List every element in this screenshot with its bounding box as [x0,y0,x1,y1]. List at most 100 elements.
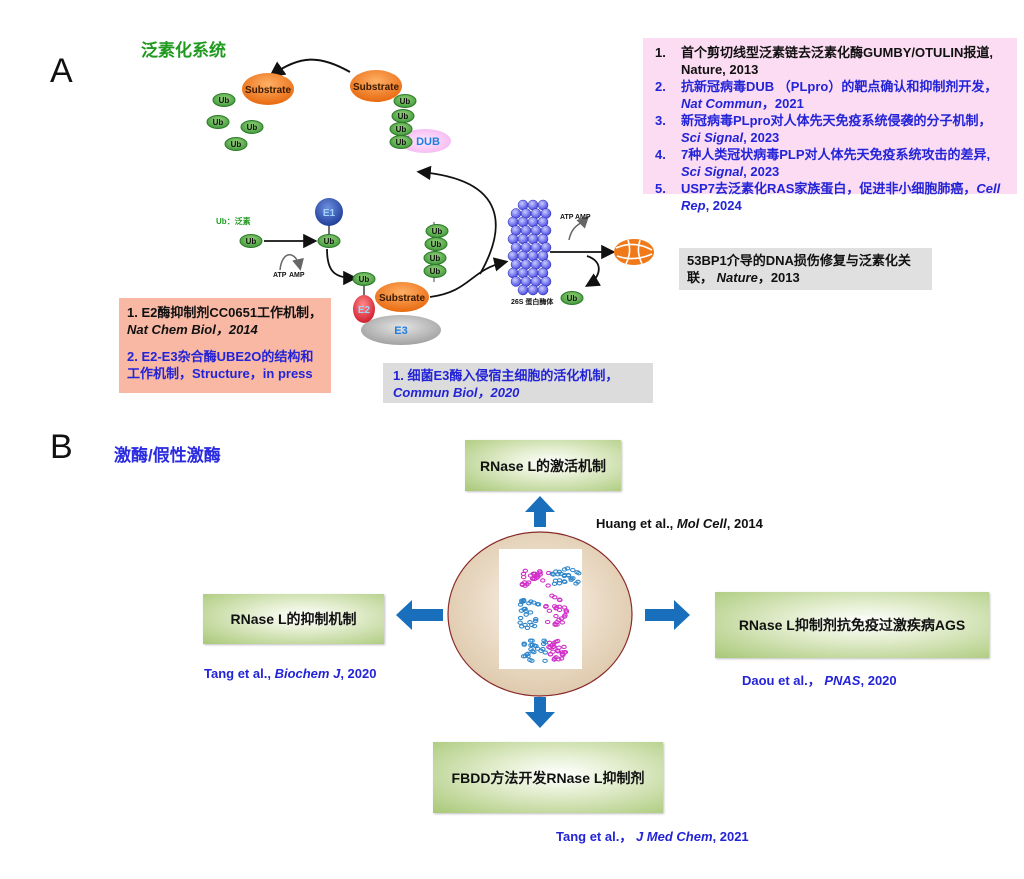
panel-a-title: 泛素化系统 [141,41,226,60]
helix-mark [531,571,537,576]
dub-references-box: 1. 首个剪切线型泛素链去泛素化酶GUMBY/OTULIN报道, Nature,… [643,38,1017,213]
helix-mark [546,608,553,613]
helix-mark [570,567,576,573]
ref-item: 5. USP7去泛素化RAS家族蛋白，促进非小细胞肺癌，Cell Rep, 20… [655,181,1001,213]
ub-on-e2: Ub [352,272,376,286]
helix-mark [547,652,554,657]
svg-text:E2: E2 [358,305,371,316]
protein-ribbon [517,566,582,664]
svg-text:Substrate: Substrate [353,82,400,93]
helix-mark [549,571,555,576]
helix-mark [528,642,534,648]
svg-text:Ub: Ub [432,227,443,236]
helix-mark [524,581,530,587]
citation-fbdd: Tang et al.， J Med Chem, 2021 [556,829,749,844]
helix-mark [517,620,523,625]
helix-mark [542,650,548,655]
helix-mark [540,578,546,583]
e2-references-box: 1. E2酶抑制剂CC0651工作机制， Nat Chem Biol，2014 … [119,298,331,393]
svg-text:Ub: Ub [247,123,258,132]
helix-mark [523,612,529,617]
ub-chain-substrate: Ub Ub Ub Ub [423,224,449,278]
arrow-right-icon [645,600,690,630]
svg-text:AMP: AMP [575,214,591,221]
helix-mark [541,638,547,643]
svg-text:ATP: ATP [560,214,574,221]
helix-mark [575,579,581,584]
helix-mark [535,574,541,579]
helix-mark [526,601,532,606]
helix-mark [525,651,531,656]
helix-mark [561,644,567,650]
ref-item-journal: Nat Chem Biol，2014 [127,322,258,337]
helix-mark [552,578,559,583]
ref-item: 1. 首个剪切线型泛素链去泛素化酶GUMBY/OTULIN报道, Nature,… [655,45,993,77]
ub-initial: Ub [239,234,263,248]
helix-mark [532,618,539,624]
svg-text:Substrate: Substrate [245,85,292,96]
rnase-ags-box: RNase L抑制剂抗免疫过激疾病AGS [715,592,989,658]
e3-enzyme: E3 [361,315,441,345]
svg-text:Ub: Ub [324,237,335,246]
helix-mark [546,644,552,650]
ub-recycle-arrow [584,255,601,287]
arrow-down-icon [525,697,555,728]
svg-text:ATP: ATP [273,272,287,279]
e1-enzyme: E1 [315,198,343,236]
dub-release-arrow [268,58,351,78]
helix-mark [553,606,559,611]
atp-amp-arrow [279,254,304,271]
citation-inhibition: Tang et al., Biochem J, 2020 [204,666,377,681]
svg-text:AMP: AMP [289,272,305,279]
helix-mark [521,606,527,612]
ub-on-e1: Ub [317,234,341,248]
ref-item: 4. 7种人类冠状病毒PLP对人体先天免疫系统攻击的差异, Sci Signal… [655,147,991,179]
svg-text:Ub: Ub [246,237,257,246]
to-deubiquitination-arrow [416,165,497,275]
helix-mark [529,658,535,663]
proteasome-subunit [527,284,539,296]
svg-text:Ub: Ub [231,140,242,149]
svg-text:Ub: Ub [567,294,578,303]
citation-ags: Daou et al.， PNAS, 2020 [742,673,897,688]
ubiquitin-pathway-diagram: Substrate Ub Ub Ub Ub Substrate DUB ✂ Ub… [206,58,654,345]
bound-substrate: Substrate [375,282,429,312]
svg-text:Ub: Ub [430,267,441,276]
ref-item: 2. E2-E3杂合酶UBE2O的结构和工作机制，Structure，in pr… [127,349,314,381]
helix-mark [553,613,559,619]
svg-text:Ub: Ub [430,254,441,263]
helix-mark [565,573,572,578]
proteasome-reference-box: 53BP1介导的DNA损伤修复与泛素化关联， Nature，2013 [679,248,932,290]
helix-mark [562,579,568,585]
arrow-up-icon [525,496,555,527]
helix-mark [520,574,527,580]
helix-mark [521,642,527,647]
svg-text:Ub: Ub [400,97,411,106]
helix-mark [558,656,565,661]
rnase-activation-box: RNase L的激活机制 [465,440,621,491]
helix-mark [556,581,563,586]
helix-mark [568,577,574,582]
degraded-peptides [614,239,654,265]
ref-item: 2. 抗新冠病毒DUB （PLpro）的靶点确认和抑制剂开发， Nat Comm… [655,79,998,111]
helix-mark [554,638,561,644]
svg-text:Ub: Ub [213,118,224,127]
helix-mark [560,652,566,658]
atp-amp-arrow-2 [568,215,590,241]
ref-item: 3. 新冠病毒PLpro对人体先天免疫系统侵袭的分子机制，Sci Signal,… [655,113,992,145]
helix-mark [552,622,559,627]
fbdd-inhibitor-box: FBDD方法开发RNase L抑制剂 [433,742,663,813]
transfer-arrow [326,248,358,286]
ub-recycled: Ub [560,291,584,305]
helix-mark [549,642,556,648]
panel-a-letter: A [50,52,73,90]
helix-mark [533,617,539,622]
helix-mark [545,583,551,588]
helix-mark [518,624,525,629]
helix-mark [574,570,580,575]
svg-text:Ub: Ub [359,275,370,284]
proteasome-26s [507,199,552,296]
arrow-left-icon [396,600,443,630]
svg-text:26S 蛋白酶体: 26S 蛋白酶体 [511,297,554,306]
helix-mark [527,610,534,615]
